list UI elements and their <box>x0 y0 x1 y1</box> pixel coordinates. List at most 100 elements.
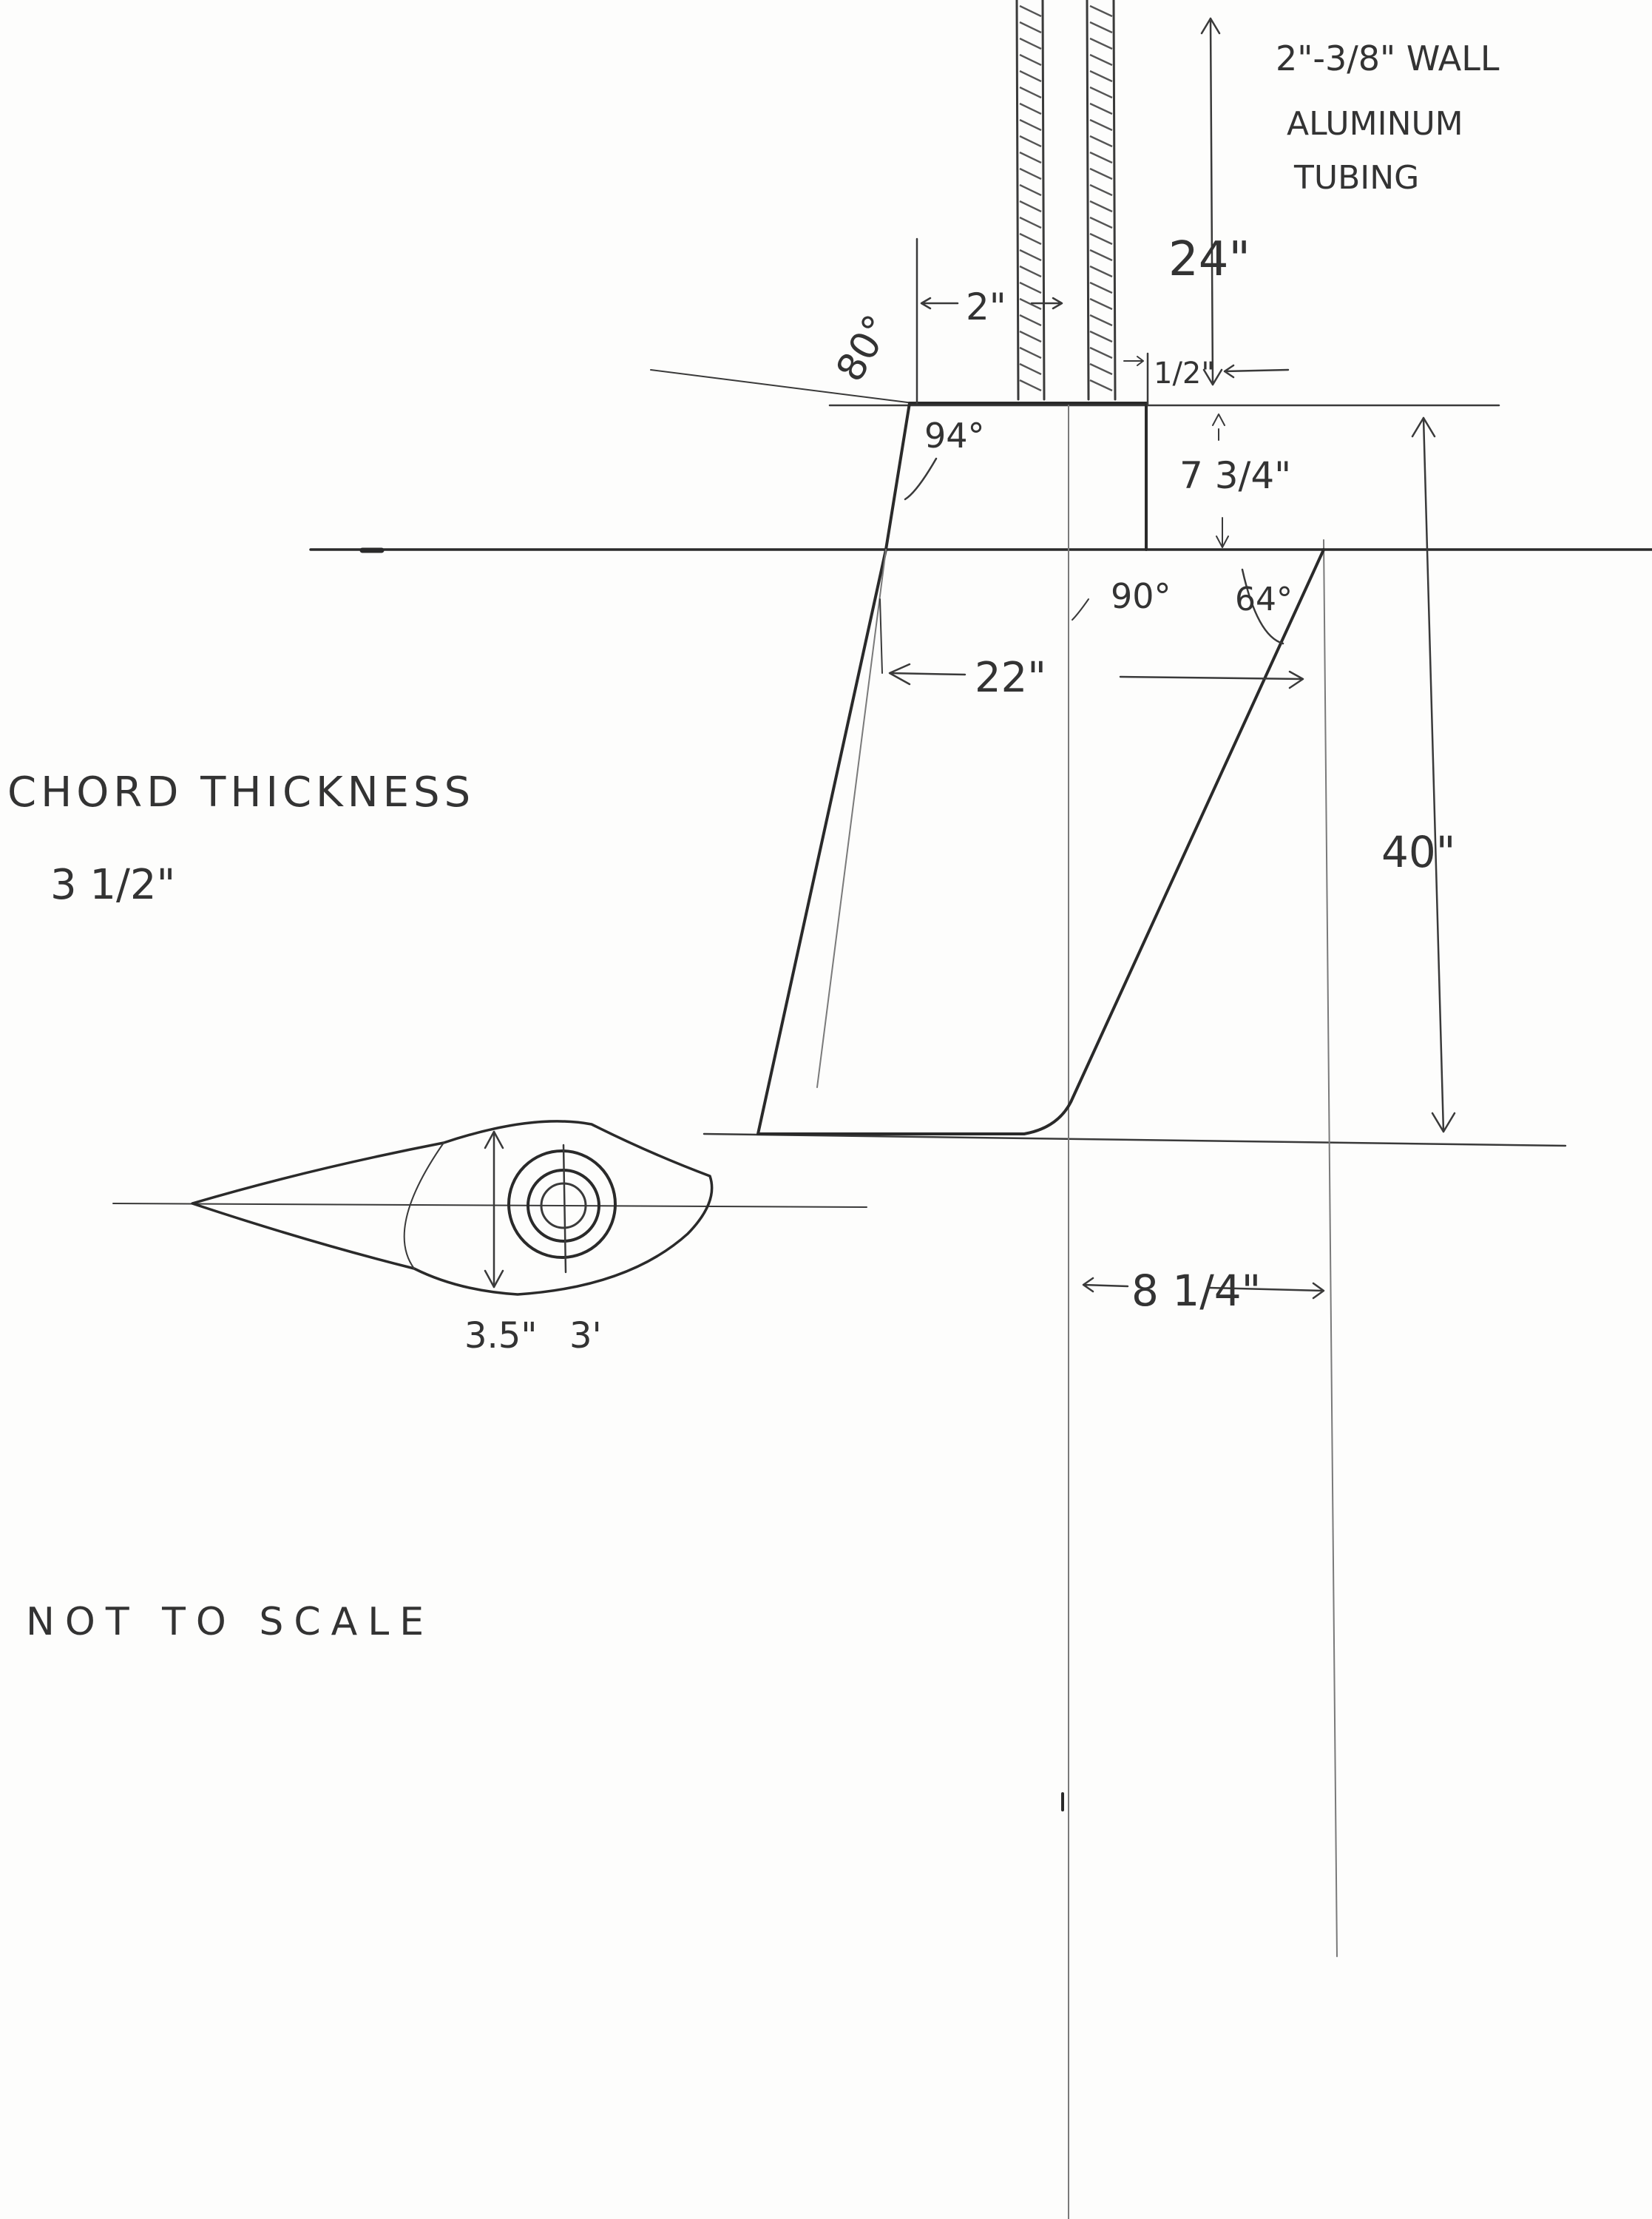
hatch-stroke <box>1019 297 1042 311</box>
angle-64-arc <box>1241 568 1284 645</box>
hatch-stroke <box>1019 4 1042 18</box>
dimension-lines <box>879 17 1456 1300</box>
hatch-stroke <box>1089 70 1113 83</box>
top-depth-label: 7 3/4" <box>1179 454 1291 497</box>
hatch-stroke <box>1019 167 1042 180</box>
dim-3-line <box>562 1144 567 1274</box>
dim-40-line <box>1422 416 1445 1133</box>
arrow-icon <box>1212 413 1225 426</box>
rudder-top-edge <box>908 402 1148 551</box>
hatch-stroke <box>1089 135 1113 148</box>
hatch-stroke <box>1019 362 1042 376</box>
hatch-stroke <box>1019 314 1042 327</box>
tube-width-label: 2" <box>966 286 1006 328</box>
hatch-stroke <box>1089 53 1113 67</box>
arrow-icon <box>920 297 959 310</box>
arrow-icon <box>484 1269 504 1288</box>
hatch-stroke <box>1089 37 1113 50</box>
dim-22-extension <box>879 598 883 674</box>
chord-thickness-value: 3 1/2" <box>50 861 175 909</box>
hatch-stroke <box>1019 118 1042 132</box>
arrow-icon <box>1030 297 1063 310</box>
hatch-stroke <box>1089 232 1113 246</box>
shaft-wall-right-inner <box>1086 0 1090 401</box>
hatch-stroke <box>1089 118 1113 132</box>
hatch-stroke <box>1089 330 1113 343</box>
section-width-35-label: 3.5" <box>464 1315 537 1357</box>
arrow-icon <box>888 663 967 686</box>
offset-half-label: 1/2" <box>1154 357 1215 391</box>
arrow-icon <box>1411 416 1436 438</box>
hatch-stroke <box>1089 102 1113 115</box>
shaft-hatch-right <box>1089 4 1113 392</box>
slant-construction-line <box>650 369 914 404</box>
chord-thickness-title: CHORD THICKNESS <box>7 769 475 817</box>
angle-94-label: 94° <box>924 416 985 456</box>
hatch-stroke <box>1019 200 1042 213</box>
reference-lines <box>112 369 1652 2219</box>
arrow-icon <box>1082 1277 1129 1293</box>
tubing-word-label: TUBING <box>1293 159 1419 197</box>
angle-94-arc <box>904 457 938 501</box>
hatch-stroke <box>1019 346 1042 359</box>
foil-construction-arc <box>403 1142 444 1269</box>
hatch-stroke <box>1089 151 1113 164</box>
arrow-icon <box>1123 356 1144 366</box>
section-width-3-label: 3' <box>569 1315 602 1357</box>
annotations: 2"-3/8" WALL ALUMINUM TUBING 24" 80° 2" … <box>7 38 1500 1644</box>
angle-80-label: 80° <box>828 308 901 389</box>
hatch-stroke <box>1019 183 1042 197</box>
hatch-stroke <box>1089 4 1113 18</box>
shaft-hatch-left <box>1019 4 1042 392</box>
hatch-stroke <box>1019 216 1042 229</box>
arrow-icon <box>1202 368 1223 386</box>
shaft-length-label: 24" <box>1168 232 1250 287</box>
hatch-stroke <box>1089 200 1113 213</box>
hatch-stroke <box>1019 70 1042 83</box>
rudder-blade <box>756 402 1325 1135</box>
aft-offset-label: 8 1/4" <box>1131 1266 1261 1316</box>
hatch-stroke <box>1089 183 1113 197</box>
hatch-stroke <box>1089 216 1113 229</box>
shaft-wall-right-outer <box>1112 0 1117 401</box>
hatch-stroke <box>1019 102 1042 115</box>
hatch-stroke <box>1089 249 1113 262</box>
rudder-outline <box>756 402 1325 1135</box>
hatch-stroke <box>1089 281 1113 294</box>
hatch-stroke <box>1019 379 1042 392</box>
arrow-icon <box>1119 670 1304 689</box>
hatch-stroke <box>1089 167 1113 180</box>
rudder-shaft <box>1015 0 1117 401</box>
hatch-stroke <box>1089 314 1113 327</box>
hatch-stroke <box>1019 281 1042 294</box>
arrow-icon <box>484 1130 504 1149</box>
angle-90-arc <box>1072 598 1089 621</box>
aft-reference-line <box>1323 539 1338 1957</box>
arrow-icon <box>1208 1282 1325 1300</box>
hatch-stroke <box>1089 86 1113 99</box>
angle-90-label: 90° <box>1111 576 1171 616</box>
hatch-stroke <box>1019 53 1042 67</box>
tubing-material-label: ALUMINUM <box>1287 105 1463 143</box>
shaft-section-outer-icon <box>507 1149 617 1259</box>
hatch-stroke <box>1019 86 1042 99</box>
hatch-stroke <box>1019 330 1042 343</box>
hatch-stroke <box>1089 379 1113 392</box>
hatch-stroke <box>1019 21 1042 34</box>
hatch-stroke <box>1019 249 1042 262</box>
hatch-stroke <box>1089 21 1113 34</box>
arrow-icon <box>1223 364 1290 379</box>
not-to-scale-note: NOT TO SCALE <box>26 1600 434 1644</box>
chord-width-label: 22" <box>975 654 1046 702</box>
hatch-stroke <box>1089 265 1113 278</box>
shaft-wall-left-inner <box>1041 0 1046 401</box>
arrow-icon <box>1200 17 1221 35</box>
hatch-stroke <box>1019 151 1042 164</box>
blade-faint-line <box>816 549 887 1088</box>
hatch-stroke <box>1019 135 1042 148</box>
bottom-reference-line <box>703 1132 1567 1147</box>
hatch-stroke <box>1089 297 1113 311</box>
chord-section <box>191 1120 714 1296</box>
